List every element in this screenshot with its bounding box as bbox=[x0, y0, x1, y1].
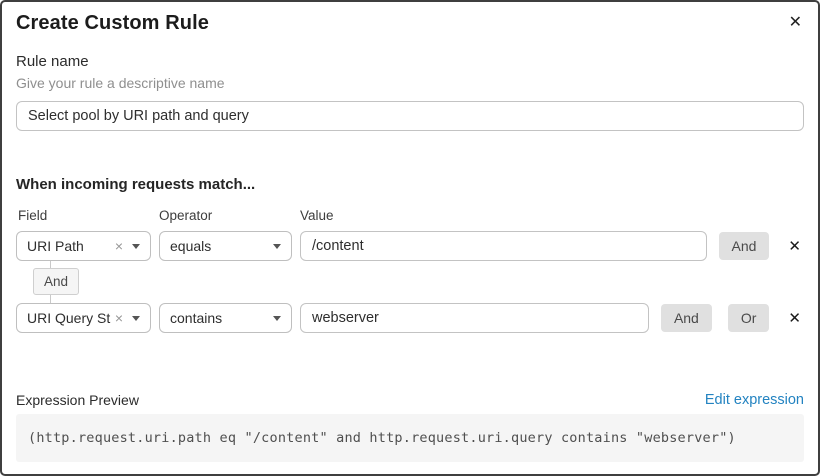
field-select[interactable]: URI Query St... × bbox=[16, 303, 151, 333]
expression-code-text: (http.request.uri.path eq "/content" and… bbox=[28, 430, 736, 446]
add-and-condition-button[interactable]: And bbox=[718, 232, 770, 260]
condition-row-1: URI Path × equals And ✕ bbox=[16, 231, 804, 261]
dialog-title: Create Custom Rule bbox=[16, 12, 209, 34]
expression-code-block: (http.request.uri.path eq "/content" and… bbox=[16, 414, 804, 462]
rule-name-label: Rule name bbox=[16, 53, 89, 70]
close-icon[interactable]: ✕ bbox=[788, 14, 802, 31]
expression-preview-label: Expression Preview bbox=[16, 392, 139, 408]
dialog-header: Create Custom Rule ✕ bbox=[16, 12, 804, 34]
clear-selection-icon[interactable]: × bbox=[114, 310, 123, 326]
connector-line bbox=[50, 295, 51, 303]
chevron-down-icon bbox=[273, 243, 281, 249]
field-select-value: URI Path bbox=[27, 238, 84, 254]
connector-line bbox=[50, 261, 51, 268]
and-connector: And bbox=[16, 261, 804, 303]
operator-select[interactable]: contains bbox=[159, 303, 292, 333]
rule-name-helper-text: Give your rule a descriptive name bbox=[16, 75, 225, 91]
value-input[interactable] bbox=[300, 231, 707, 261]
chevron-down-icon bbox=[273, 315, 281, 321]
and-connector-badge: And bbox=[33, 268, 80, 295]
field-select-value: URI Query St... bbox=[27, 310, 111, 326]
value-column-label: Value bbox=[300, 208, 334, 223]
condition-column-labels: Field Operator Value bbox=[16, 208, 804, 223]
operator-column-label: Operator bbox=[159, 208, 213, 223]
operator-select-value: equals bbox=[170, 238, 212, 254]
chevron-down-icon bbox=[132, 243, 140, 249]
field-select[interactable]: URI Path × bbox=[16, 231, 151, 261]
rule-name-input[interactable] bbox=[16, 101, 804, 131]
add-and-condition-button[interactable]: And bbox=[660, 304, 712, 332]
value-input[interactable] bbox=[300, 303, 649, 333]
operator-select-value: contains bbox=[170, 310, 223, 326]
edit-expression-link[interactable]: Edit expression bbox=[704, 392, 804, 408]
clear-selection-icon[interactable]: × bbox=[114, 238, 123, 254]
condition-row-2: URI Query St... × contains And Or ✕ bbox=[16, 303, 804, 333]
delete-condition-icon[interactable]: ✕ bbox=[788, 237, 801, 255]
expression-preview-header: Expression Preview Edit expression bbox=[16, 392, 804, 408]
add-or-condition-button[interactable]: Or bbox=[727, 304, 770, 332]
match-section-heading: When incoming requests match... bbox=[16, 176, 256, 193]
chevron-down-icon bbox=[132, 315, 140, 321]
delete-condition-icon[interactable]: ✕ bbox=[788, 309, 801, 327]
operator-select[interactable]: equals bbox=[159, 231, 292, 261]
field-column-label: Field bbox=[18, 208, 48, 223]
